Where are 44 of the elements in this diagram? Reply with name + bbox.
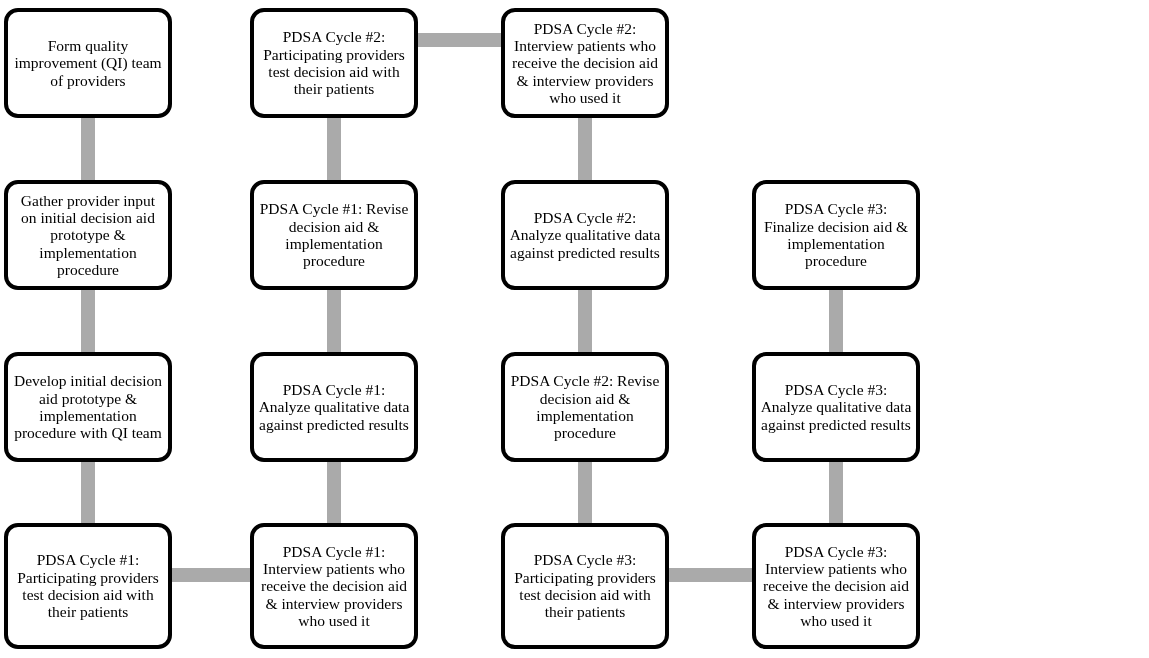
process-box	[4, 523, 172, 649]
process-box	[501, 8, 669, 118]
step-text: Form quality improvement (QI) team of providers	[13, 36, 163, 90]
connector-bar	[829, 462, 843, 523]
connector-bar	[669, 568, 752, 582]
process-box	[752, 352, 920, 462]
connector-bar	[81, 118, 95, 180]
process-box	[4, 8, 172, 118]
connector-bar	[327, 118, 341, 180]
process-box	[501, 180, 669, 290]
connector-bar	[578, 462, 592, 523]
connector-bar	[172, 568, 250, 582]
process-box	[752, 180, 920, 290]
connector-bar	[81, 462, 95, 523]
step-text: PDSA Cycle #3: Participating providers test decision aid with their patients	[513, 551, 657, 621]
process-box	[250, 523, 418, 649]
connector-bar	[81, 290, 95, 352]
step-text: Gather provider input on initial decision aid prototype & implementation procedure	[19, 191, 157, 279]
connector-bar	[418, 33, 501, 47]
connector-bar	[578, 290, 592, 352]
process-box	[250, 8, 418, 118]
step-text: PDSA Cycle #1: Revise decision aid & implementation procedure	[258, 200, 410, 270]
process-box	[250, 180, 418, 290]
step-text: PDSA Cycle #2: Analyze qualitative data against predicted results	[509, 208, 661, 262]
step-text: PDSA Cycle #2: Participating providers test decision aid with their patients	[262, 28, 406, 98]
process-box	[501, 352, 669, 462]
step-text: PDSA Cycle #1: Analyze qualitative data against predicted results	[258, 380, 410, 434]
connector-bar	[327, 290, 341, 352]
process-box	[501, 523, 669, 649]
step-text: PDSA Cycle #1: Participating providers test decision aid with their patients	[16, 551, 160, 621]
connector-bar	[327, 462, 341, 523]
step-text: PDSA Cycle #3: Finalize decision aid & implementation procedure	[762, 200, 910, 270]
step-text: PDSA Cycle #3: Interview patients who receive the decision aid & interview providers who used it	[762, 542, 910, 630]
process-box	[250, 352, 418, 462]
step-text: PDSA Cycle #2: Interview patients who receive the decision aid & interview providers who used it	[511, 19, 659, 107]
step-text: PDSA Cycle #2: Revise decision aid & implementation procedure	[509, 372, 661, 442]
connector-bar	[578, 118, 592, 180]
process-box	[752, 523, 920, 649]
step-text: Develop initial decision aid prototype & implementation procedure with QI team	[12, 372, 164, 442]
connector-bar	[829, 290, 843, 352]
process-box	[4, 352, 172, 462]
step-text: PDSA Cycle #1: Interview patients who receive the decision aid & interview providers who used it	[260, 542, 408, 630]
process-box	[4, 180, 172, 290]
step-text: PDSA Cycle #3: Analyze qualitative data against predicted results	[760, 380, 912, 434]
